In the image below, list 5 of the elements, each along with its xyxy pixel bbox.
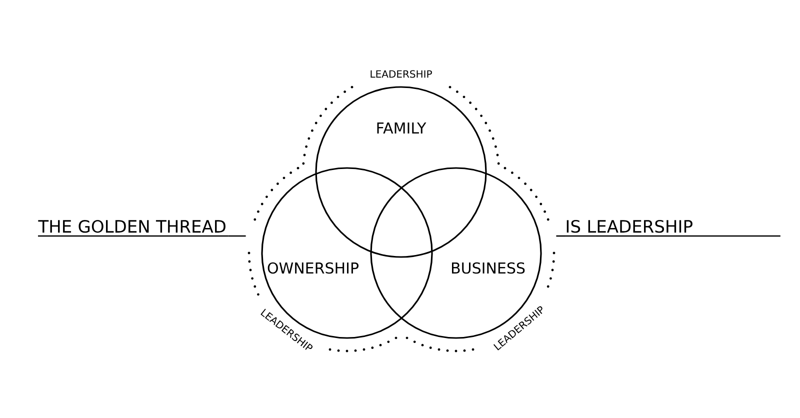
outline-label: LEADERSHIP — [370, 70, 432, 78]
underlined-heading: IS LEADERSHIP — [565, 220, 780, 237]
underlined-heading: THE GOLDEN THREAD — [38, 220, 228, 237]
underline-connector — [228, 235, 246, 237]
underline-connector — [556, 235, 565, 237]
